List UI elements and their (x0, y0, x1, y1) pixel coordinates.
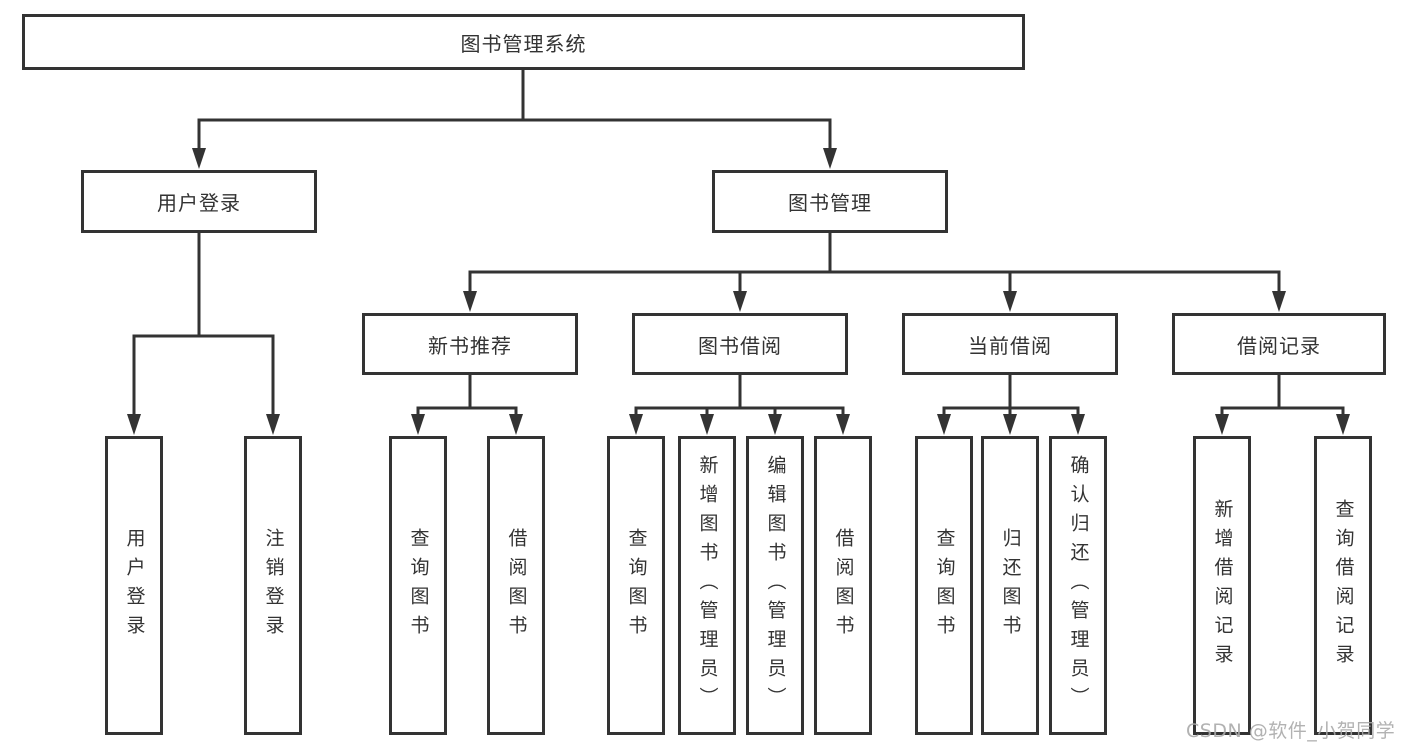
leaf-logout: 注销登录 (244, 436, 302, 735)
node-book-borrowing: 图书借阅 (632, 313, 848, 375)
leaf-query-books-2: 查询图书 (607, 436, 665, 735)
node-book-management: 图书管理 (712, 170, 948, 233)
node-user-login: 用户登录 (81, 170, 317, 233)
leaf-edit-book-admin: 编辑图书（管理员） (746, 436, 804, 735)
leaf-add-book-admin: 新增图书（管理员） (678, 436, 736, 735)
leaf-query-books-1: 查询图书 (389, 436, 447, 735)
csdn-watermark: CSDN @软件_小贺同学 (1186, 720, 1396, 742)
leaf-query-books-3: 查询图书 (915, 436, 973, 735)
leaf-borrow-books-2: 借阅图书 (814, 436, 872, 735)
leaf-user-login: 用户登录 (105, 436, 163, 735)
leaf-add-borrow-record: 新增借阅记录 (1193, 436, 1251, 735)
leaf-return-book: 归还图书 (981, 436, 1039, 735)
arrowheads (127, 148, 1350, 435)
node-borrowing-records: 借阅记录 (1172, 313, 1386, 375)
node-current-borrowing: 当前借阅 (902, 313, 1118, 375)
leaf-borrow-books-1: 借阅图书 (487, 436, 545, 735)
leaf-query-borrow-record: 查询借阅记录 (1314, 436, 1372, 735)
node-root: 图书管理系统 (22, 14, 1025, 70)
leaf-confirm-return-admin: 确认归还（管理员） (1049, 436, 1107, 735)
node-new-book-recommend: 新书推荐 (362, 313, 578, 375)
